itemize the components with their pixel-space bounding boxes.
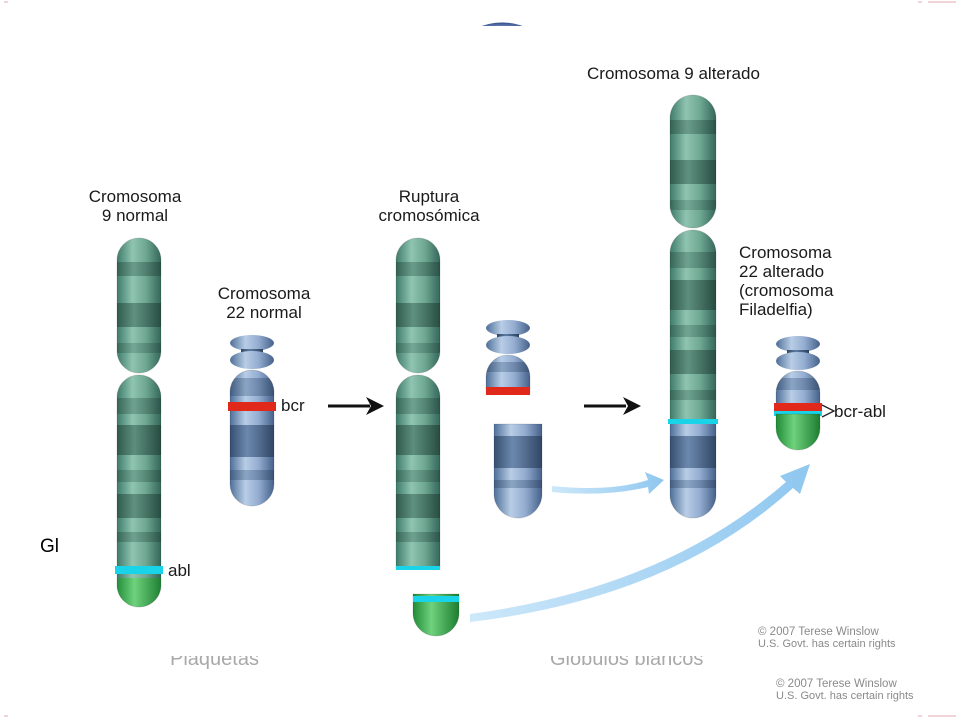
ph-upper-outline — [775, 370, 821, 414]
bcr-abl-pointer — [821, 404, 836, 418]
chr9-break-q-arm-outline — [395, 374, 441, 570]
chr9-altered-p-arm-band-0 — [670, 120, 716, 134]
label-chr22-normal-line2: 22 normal — [226, 303, 302, 322]
chr9-altered-q-arm-band-0 — [670, 252, 716, 268]
arrow-q-to-chr9 — [552, 472, 664, 494]
chr22-break-satellite-bottom — [486, 336, 530, 354]
label-gene-bcr: bcr — [281, 396, 305, 415]
arrow-step1-head — [366, 397, 384, 415]
chr9-altered-der-outline — [669, 419, 717, 519]
chr22-break-upper-outline — [485, 354, 531, 394]
diagram-credit: © 2007 Terese Winslow U.S. Govt. has cer… — [758, 626, 896, 650]
ph-abl-tip-outline — [775, 413, 821, 451]
chr22-break-lower-band-1 — [494, 480, 542, 488]
chr22-normal-arm-band-2 — [230, 470, 274, 480]
label-chr9-normal: Cromosoma 9 normal — [80, 187, 190, 225]
abl-band — [115, 566, 163, 574]
background-credit-line1: © 2007 Terese Winslow — [776, 678, 897, 690]
chr9-break-q-arm-band-2 — [396, 470, 440, 482]
bcr-band — [228, 402, 276, 411]
chr9-altered-p-arm-outline — [669, 94, 717, 229]
chr9-altered-q-arm-band-4 — [670, 390, 716, 400]
chr9-altered-junction — [668, 419, 718, 424]
label-chr22-altered-line1: Cromosoma — [739, 243, 832, 262]
chr22-break-upper-band-0 — [486, 362, 530, 372]
chr22-normal-arm-band-0 — [230, 378, 274, 396]
background-credit: © 2007 Terese Winslow U.S. Govt. has cer… — [776, 678, 914, 702]
chr9-break-q-arm-band-3 — [396, 494, 440, 518]
chr22-normal-satellite-bottom — [230, 351, 274, 369]
ph-abl-junction — [774, 411, 822, 416]
label-chr9-altered: Cromosoma 9 alterado — [587, 64, 760, 83]
label-break-line1: Ruptura — [398, 187, 460, 206]
chr9-altered-der-band-0 — [670, 436, 716, 468]
diagram-credit-line2: U.S. Govt. has certain rights — [758, 638, 896, 650]
chr9-normal-q-arm-band-4 — [117, 532, 161, 542]
chr9-normal-p-arm-band-1 — [117, 303, 161, 327]
label-chr22-normal-line1: Cromosoma — [217, 284, 311, 303]
chr9-break-p-arm-band-0 — [396, 262, 440, 276]
ph-abl-tip — [776, 414, 820, 450]
chr9-break-p-arm-band-1 — [396, 303, 440, 327]
chr9-normal-p-arm-band-0 — [117, 262, 161, 276]
label-chr22-altered-line2: 22 alterado — [739, 262, 825, 281]
chr9-normal-q-arm-band-3 — [117, 494, 161, 518]
chr9-altered-q-arm-band-2 — [670, 325, 716, 337]
ph-upper-band-0 — [776, 378, 820, 390]
label-gene-abl: abl — [168, 561, 191, 580]
chr9-normal-q-arm-outline — [116, 374, 162, 608]
chr9-altered-q-arm-outline — [669, 229, 717, 421]
chr9-altered-p-arm-band-1 — [670, 160, 716, 184]
chr9-altered-der-band-1 — [670, 480, 716, 488]
label-chr22-altered-line4: Filadelfia) — [739, 300, 813, 319]
label-break-line2: cromosómica — [378, 206, 480, 225]
label-chr22-altered: Cromosoma 22 alterado (cromosoma Filadel… — [739, 243, 833, 319]
ph-bcr — [774, 403, 822, 411]
chr9-altered-p-arm-band-2 — [670, 200, 716, 210]
chr22-break-bcr — [486, 387, 530, 395]
label-chr9-normal-line1: Cromosoma — [88, 187, 182, 206]
chr9-altered-q-arm-band-3 — [670, 350, 716, 374]
abl-fragment-outline — [412, 593, 460, 637]
chr9-normal-p-arm-outline — [116, 237, 162, 374]
chr9-break-p-arm-outline — [395, 237, 441, 374]
abl-fragment-band — [413, 596, 459, 602]
chr22-normal-arm-outline — [229, 369, 275, 507]
background-credit-line2: U.S. Govt. has certain rights — [776, 690, 914, 702]
label-break: Ruptura cromosómica — [356, 187, 502, 225]
chr22-normal-satellite-top — [230, 335, 274, 351]
label-chr9-normal-line2: 9 normal — [101, 206, 169, 225]
diagram-credit-line1: © 2007 Terese Winslow — [758, 626, 879, 638]
ph-satellite-bottom — [776, 352, 820, 370]
slide-text-fragment: Gl — [40, 536, 59, 558]
chr9-normal-q-arm-band-1 — [117, 425, 161, 455]
chr22-normal-arm-band-1 — [230, 425, 274, 457]
label-chr22-altered-line3: (cromosoma — [739, 281, 834, 300]
chr9-normal-q-arm-band-2 — [117, 470, 161, 482]
ph-satellite-top — [776, 336, 820, 352]
label-chr22-normal: Cromosoma 22 normal — [202, 284, 326, 322]
arrow-step2-head — [623, 397, 641, 415]
chr9-normal-p-arm-band-2 — [117, 343, 161, 353]
chr9-break-q-arm-band-0 — [396, 398, 440, 414]
chr9-break-q-arm-band-1 — [396, 425, 440, 455]
chr22-break-lower-band-0 — [494, 436, 542, 468]
label-gene-fusion: bcr-abl — [834, 402, 886, 421]
abl-fragment — [413, 594, 459, 636]
chr22-break-satellite-top — [486, 320, 530, 336]
chr9-normal-q-arm-band-0 — [117, 398, 161, 414]
chr9-break-p-arm-band-2 — [396, 343, 440, 353]
chr9-break-edge — [396, 566, 440, 570]
chr22-break-lower-outline — [493, 423, 543, 519]
chr9-altered-q-arm-band-1 — [670, 280, 716, 310]
chr9-break-q-arm-band-4 — [396, 532, 440, 542]
